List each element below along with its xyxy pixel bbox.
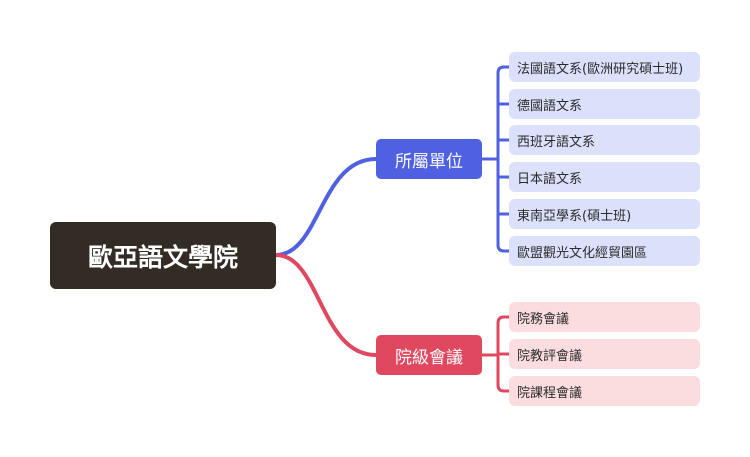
leaf-node-southeast-asian-dept[interactable]: 東南亞學系(碩士班) xyxy=(509,199,700,229)
leaf-label: 西班牙語文系 xyxy=(517,134,596,150)
leaf-node-spanish-dept[interactable]: 西班牙語文系 xyxy=(509,125,700,155)
connector-root-to-branch-2 xyxy=(275,253,377,357)
branch-label: 所屬單位 xyxy=(395,151,463,172)
branch-2-leaf-connectors xyxy=(482,315,509,393)
leaf-node-french-dept[interactable]: 法國語文系(歐洲研究碩士班) xyxy=(509,52,700,82)
branch-node-college-meetings[interactable]: 院級會議 xyxy=(376,335,482,375)
branch-label: 院級會議 xyxy=(395,347,463,368)
branch-1-leaf-connectors xyxy=(482,65,509,253)
root-label: 歐亞語文學院 xyxy=(87,242,238,272)
branch-node-affiliated-units[interactable]: 所屬單位 xyxy=(376,139,482,179)
leaf-node-curriculum-meeting[interactable]: 院課程會議 xyxy=(509,376,700,406)
leaf-label: 院課程會議 xyxy=(517,385,583,401)
leaf-label: 歐盟觀光文化經貿園區 xyxy=(517,245,648,261)
leaf-label: 德國語文系 xyxy=(517,98,583,114)
leaf-node-eu-park[interactable]: 歐盟觀光文化經貿園區 xyxy=(509,236,700,266)
leaf-label: 法國語文系(歐洲研究碩士班) xyxy=(517,61,684,77)
connector-root-to-branch-1 xyxy=(275,157,377,257)
leaf-label: 院務會議 xyxy=(517,311,570,327)
leaf-label: 院教評會議 xyxy=(517,348,583,364)
leaf-label: 日本語文系 xyxy=(517,171,583,187)
leaf-node-german-dept[interactable]: 德國語文系 xyxy=(509,89,700,119)
leaf-label: 東南亞學系(碩士班) xyxy=(517,208,632,224)
leaf-node-japanese-dept[interactable]: 日本語文系 xyxy=(509,162,700,192)
root-node[interactable]: 歐亞語文學院 xyxy=(50,222,276,289)
leaf-node-college-affairs-meeting[interactable]: 院務會議 xyxy=(509,302,700,332)
leaf-node-faculty-evaluation-meeting[interactable]: 院教評會議 xyxy=(509,339,700,369)
